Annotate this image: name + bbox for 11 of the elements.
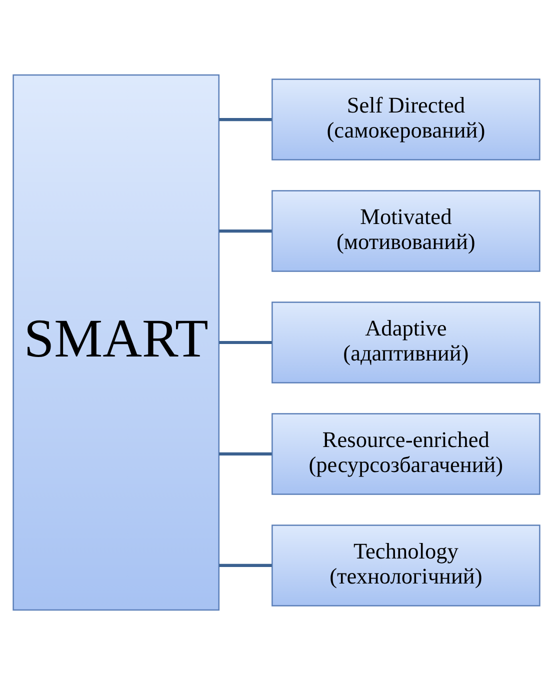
connector [219, 228, 272, 232]
node-box: Adaptive (адаптивний) [272, 301, 540, 383]
connector [219, 563, 272, 566]
node-box: Self Directed (самокерований) [272, 78, 540, 160]
connector [219, 118, 272, 121]
node-box: SMART [12, 74, 220, 610]
connector [219, 452, 272, 456]
node-box: Motivated (мотивований) [272, 190, 540, 272]
node-box: Resource-enriched (ресурсозбагачений) [272, 412, 540, 494]
node-box: Technology (технологічний) [272, 524, 540, 606]
connector [219, 340, 272, 344]
